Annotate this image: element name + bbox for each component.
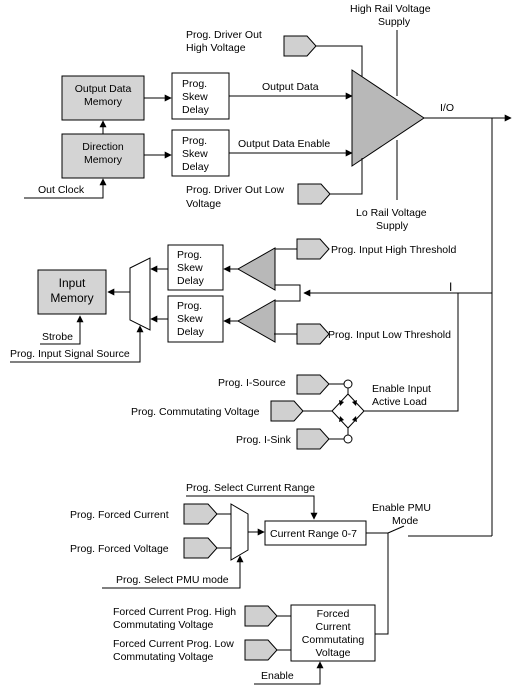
- input-skew-2-label-3: Delay: [177, 326, 205, 338]
- output-data-memory-box: [61, 75, 145, 121]
- prog-input-signal-source-wire: [10, 325, 144, 363]
- fc-high-label-2: Commutating Voltage: [113, 619, 214, 631]
- prog-input-signal-source-label: Prog. Input Signal Source: [10, 348, 130, 360]
- fc-high-source-icon: [244, 605, 278, 627]
- prog-i-source-icon: [296, 374, 330, 395]
- high-comparator-triangle: [236, 247, 276, 291]
- input-memory-label-2: Memory: [50, 291, 93, 305]
- pmu-mux-shape: [230, 503, 249, 561]
- enable-input-label-1: Enable Input: [372, 383, 431, 395]
- fc-low-label-1: Forced Current Prog. Low: [113, 638, 234, 650]
- skew-delay-1-label-1: Prog.: [182, 78, 207, 90]
- enable-pmu-label-2: Mode: [392, 515, 418, 527]
- lo-rail-label-1: Lo Rail Voltage: [356, 207, 427, 219]
- prog-driver-high-label-2: High Voltage: [186, 42, 246, 54]
- output-driver-triangle: [351, 69, 425, 167]
- output-data-memory-label-1: Output Data: [75, 83, 132, 95]
- input-skew-1-label-3: Delay: [177, 275, 205, 287]
- out-clock-label: Out Clock: [38, 184, 85, 196]
- input-skew-2-label-2: Skew: [177, 313, 203, 325]
- diode-bridge-icon: [331, 393, 365, 429]
- diode-icon-1: [339, 400, 344, 406]
- prog-driver-high-label-1: Prog. Driver Out: [186, 29, 262, 41]
- prog-commutating-voltage-label: Prog. Commutating Voltage: [131, 406, 260, 418]
- enable-input-label-2: Active Load: [372, 396, 427, 408]
- i-sink-circle-icon: [343, 434, 353, 444]
- prog-forced-voltage-icon: [183, 537, 218, 559]
- fc-box-label-1: Forced: [317, 608, 350, 620]
- prog-i-sink-label: Prog. I-Sink: [236, 434, 292, 446]
- diode-icon-4: [352, 416, 357, 422]
- fc-low-source-icon: [244, 639, 278, 661]
- prog-input-low-label: Prog. Input Low Threshold: [328, 329, 451, 341]
- input-memory-box: [37, 269, 107, 315]
- low-comparator-triangle: [236, 299, 276, 343]
- diode-icon-2: [352, 400, 357, 406]
- fc-box-label-4: Voltage: [315, 647, 350, 659]
- forced-current-commutating-box: [290, 604, 376, 662]
- fc-low-label-2: Commutating Voltage: [113, 651, 214, 663]
- prog-driver-low-wire: [330, 158, 363, 195]
- direction-memory-label-2: Memory: [84, 154, 123, 166]
- skew-delay-1-label-3: Delay: [182, 104, 210, 116]
- prog-select-current-range-label: Prog. Select Current Range: [186, 482, 315, 494]
- high-rail-label-2: Supply: [378, 16, 411, 28]
- enable-pmu-label-1: Enable PMU: [372, 502, 431, 514]
- fc-box-label-3: Commutating: [302, 634, 365, 646]
- direction-memory-label-1: Direction: [82, 141, 124, 153]
- prog-driver-high-wire: [316, 45, 363, 80]
- output-data-memory-label-2: Memory: [84, 96, 123, 108]
- prog-driver-low-label-1: Prog. Driver Out Low: [186, 184, 284, 196]
- enable-label: Enable: [261, 670, 294, 682]
- strobe-wire: [40, 315, 84, 345]
- prog-forced-current-label: Prog. Forced Current: [70, 509, 169, 521]
- pmu-switch-icon: [387, 525, 405, 534]
- skew-delay-2-label-1: Prog.: [182, 135, 207, 147]
- skew-delay-2-label-3: Delay: [182, 161, 210, 173]
- output-data-enable-label: Output Data Enable: [238, 138, 330, 150]
- diode-icon-3: [339, 416, 344, 422]
- input-skew-1-label-1: Prog.: [177, 249, 202, 261]
- active-load-to-io-wire: [364, 293, 459, 412]
- prog-input-high-wire: [273, 248, 297, 257]
- out-clock-wire: [24, 178, 107, 199]
- prog-driver-low-source-icon: [297, 183, 331, 205]
- lo-rail-label-2: Supply: [376, 220, 409, 232]
- prog-i-sink-icon: [296, 428, 330, 450]
- i-source-circle-icon: [343, 379, 353, 389]
- comparator-input-join-wire: [275, 284, 301, 302]
- input-skew-1-label-2: Skew: [177, 262, 203, 274]
- prog-select-pmu-mode-label: Prog. Select PMU mode: [116, 574, 229, 586]
- current-range-label: Current Range 0-7: [270, 528, 357, 540]
- strobe-label: Strobe: [42, 331, 73, 343]
- prog-i-source-label: Prog. I-Source: [218, 377, 286, 389]
- forced-current-commutating-out-wire: [375, 533, 389, 635]
- input-skew-delay-box-1: [167, 244, 224, 291]
- prog-forced-current-icon: [183, 503, 218, 525]
- prog-input-high-source-icon: [296, 238, 330, 260]
- prog-input-high-label: Prog. Input High Threshold: [331, 244, 456, 256]
- select-current-range-wire: [186, 495, 318, 520]
- high-rail-label-1: High Rail Voltage: [350, 3, 431, 15]
- i-node-label: I: [449, 280, 452, 294]
- skew-delay-2-label-2: Skew: [182, 148, 208, 160]
- fc-high-label-1: Forced Current Prog. High: [113, 606, 236, 618]
- input-mux-shape: [129, 257, 151, 331]
- prog-forced-voltage-label: Prog. Forced Voltage: [70, 543, 169, 555]
- skew-delay-1-label-2: Skew: [182, 91, 208, 103]
- select-pmu-mode-wire: [102, 555, 244, 589]
- input-memory-label-1: Input: [59, 276, 86, 290]
- skew-delay-box-1: [171, 72, 230, 120]
- output-data-label: Output Data: [262, 81, 319, 93]
- prog-input-low-source-icon: [296, 323, 330, 345]
- input-skew-2-label-1: Prog.: [177, 300, 202, 312]
- prog-driver-high-source-icon: [283, 35, 317, 57]
- prog-commutating-voltage-icon: [270, 400, 304, 422]
- prog-driver-low-label-2: Voltage: [186, 198, 221, 210]
- io-label: I/O: [440, 102, 454, 114]
- enable-wire: [254, 661, 324, 685]
- fc-box-label-2: Current: [315, 621, 350, 633]
